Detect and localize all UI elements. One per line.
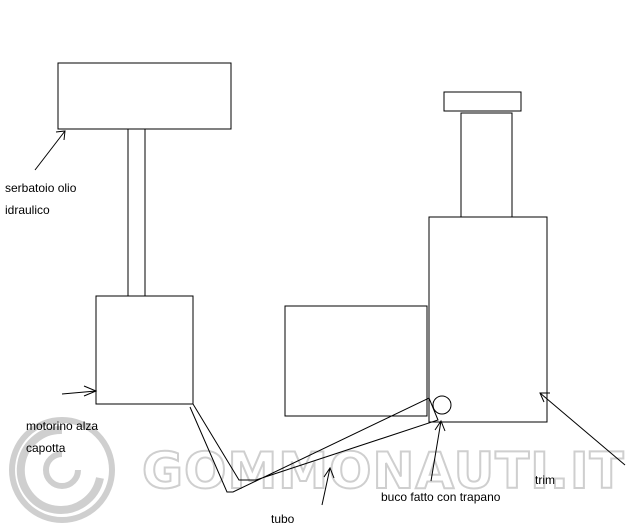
enclosure-box (284, 305, 428, 417)
trim-body (428, 216, 548, 423)
oil-reservoir-box (57, 62, 232, 130)
label-reservoir-line1: serbatoio olio (5, 181, 77, 195)
label-reservoir-line2: idraulico (5, 203, 50, 217)
label-reservoir: serbatoio olio idraulico (5, 181, 77, 217)
trim-cap (443, 91, 522, 112)
label-trim: trim (535, 473, 555, 487)
watermark-logo-icon (9, 417, 115, 523)
arrow-reservoir (34, 130, 66, 171)
arrow-tube (321, 466, 335, 506)
label-tube: tubo (271, 512, 295, 526)
label-hole: buco fatto con trapano (381, 490, 501, 504)
arrow-hole (430, 419, 446, 482)
label-motor-line2: capotta (26, 441, 66, 455)
label-motor-line1: motorino alza (26, 419, 98, 433)
drilled-hole (432, 395, 452, 415)
reservoir-pipe (127, 128, 146, 297)
motor-box (95, 295, 194, 405)
arrow-trim (539, 392, 626, 466)
arrow-motor (61, 385, 98, 397)
label-motor: motorino alza capotta (26, 419, 98, 455)
trim-piston (460, 112, 513, 218)
watermark: GOMMONAUTI.IT (9, 417, 625, 523)
